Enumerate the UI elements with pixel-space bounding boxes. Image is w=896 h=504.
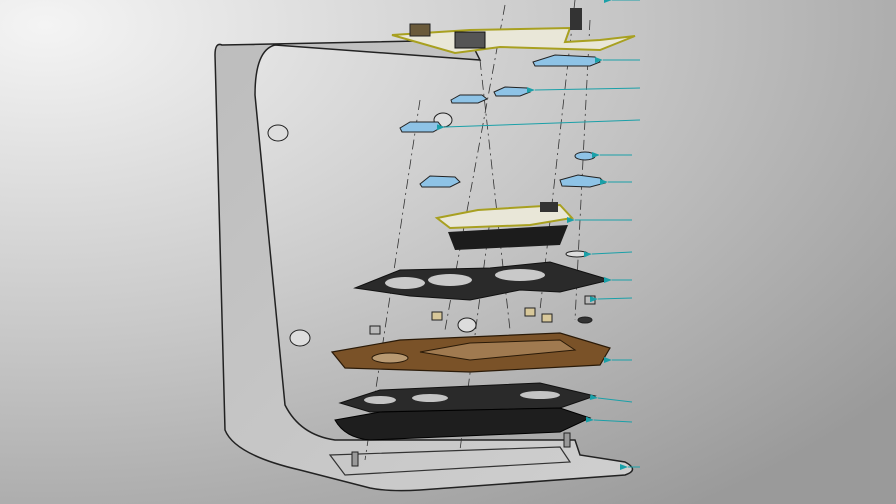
gasket-ring [565, 250, 589, 258]
pem-stud [457, 317, 477, 333]
wood-frame [330, 332, 611, 373]
top-pcb [391, 8, 636, 55]
middle-pcb [434, 202, 574, 250]
base-plate [334, 407, 592, 441]
lenses [399, 54, 606, 188]
gasket-cutouts [385, 269, 545, 289]
upper-gasket [353, 261, 612, 301]
lower-gasket-cutouts [364, 391, 560, 404]
pem-stud [289, 329, 311, 347]
assembly-arrows [436, 0, 641, 470]
pem-stud [267, 124, 289, 142]
